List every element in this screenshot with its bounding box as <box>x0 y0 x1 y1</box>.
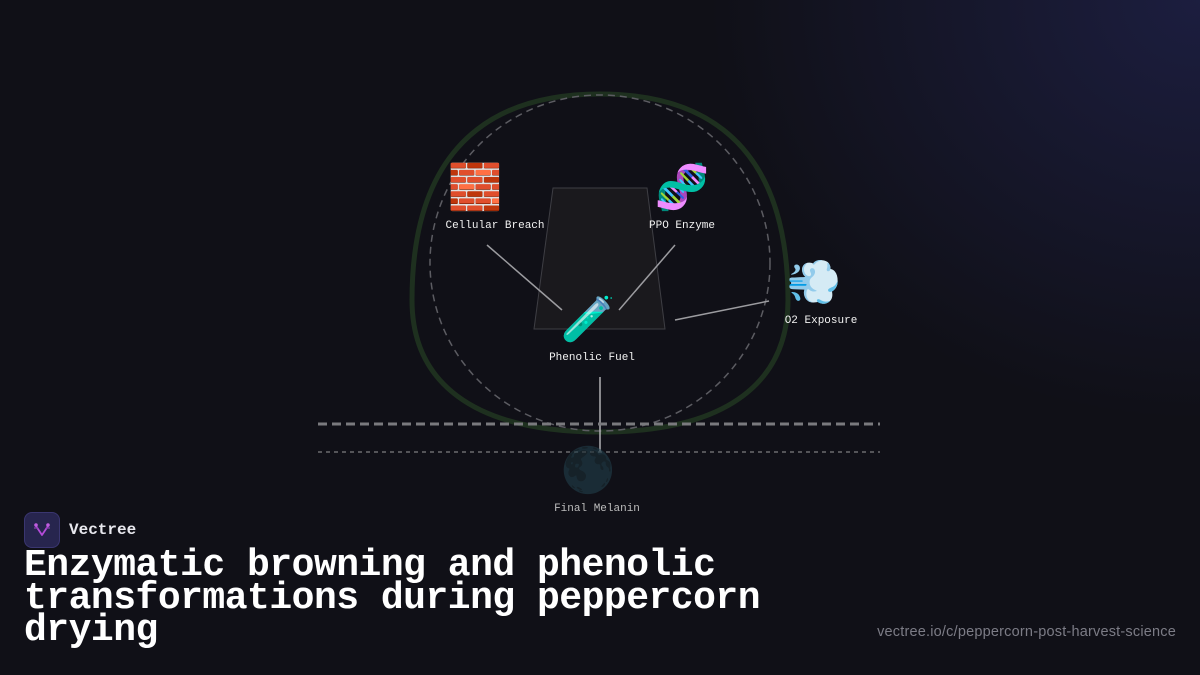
node-ppo-enzyme: 🧬 PPO Enzyme <box>649 166 715 232</box>
edge-o2-exposure <box>674 300 770 321</box>
page-title: Enzymatic browning and phenolic transfor… <box>24 544 761 652</box>
new-moon-icon: 🌑 <box>560 449 616 499</box>
edge-cellular-breach <box>486 244 563 311</box>
vectree-logo-icon <box>24 512 60 548</box>
wind-puff-icon: 💨 <box>786 261 842 311</box>
node-label: Cellular Breach <box>445 220 545 232</box>
brand-name: Vectree <box>69 521 137 539</box>
node-final-melanin: 🌑 Final Melanin <box>545 449 640 515</box>
brick-icon: 🧱 <box>447 166 503 216</box>
node-label: O2 Exposure <box>784 315 858 327</box>
dna-icon: 🧬 <box>654 166 710 216</box>
node-o2-exposure: 💨 O2 Exposure <box>778 261 858 327</box>
node-label: Phenolic Fuel <box>549 352 635 364</box>
brand: Vectree <box>24 512 136 548</box>
test-tube-icon: 🧪 <box>560 298 616 348</box>
node-cellular-breach: 🧱 Cellular Breach <box>425 166 544 232</box>
node-phenolic-fuel: 🧪 Phenolic Fuel <box>545 298 635 364</box>
node-label: PPO Enzyme <box>648 220 716 232</box>
source-url[interactable]: vectree.io/c/peppercorn-post-harvest-sci… <box>877 624 1176 640</box>
edge-ppo-enzyme <box>618 244 676 311</box>
node-label: Final Melanin <box>554 503 640 515</box>
